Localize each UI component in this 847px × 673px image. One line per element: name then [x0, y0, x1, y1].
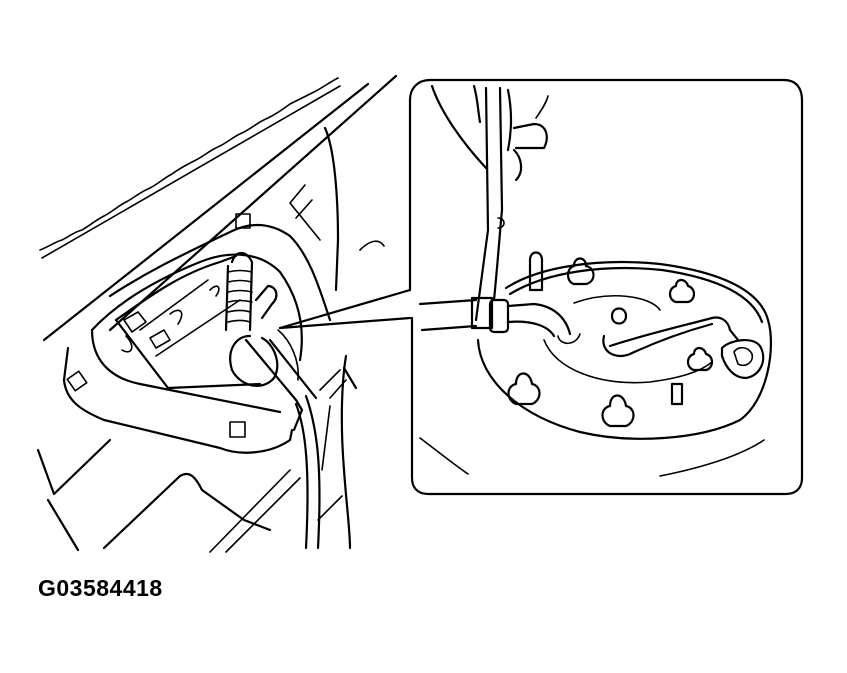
main-view — [36, 74, 398, 553]
callout-pointer — [278, 288, 412, 330]
detail-inset — [408, 78, 804, 496]
figure-id-label: G03584418 — [38, 575, 163, 601]
